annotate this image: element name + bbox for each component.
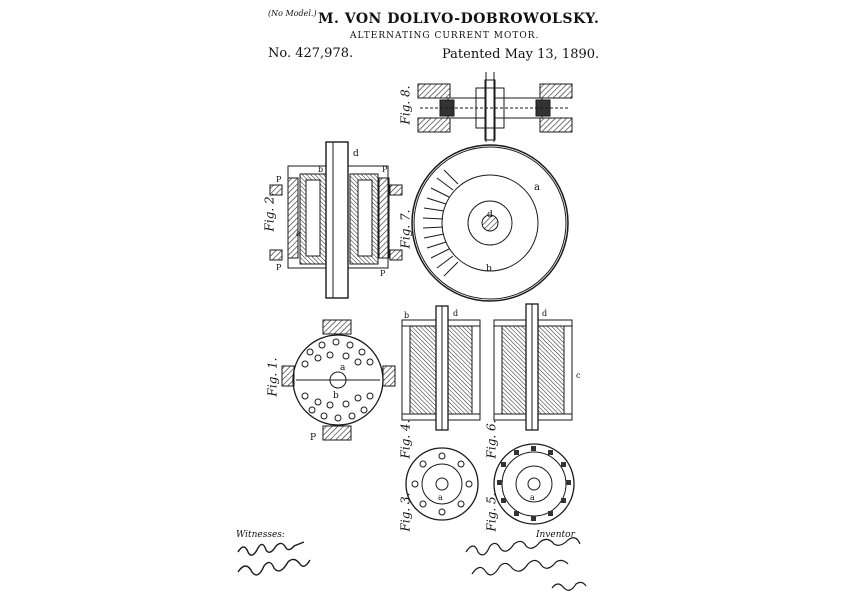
fig4-drawing: d b	[401, 305, 481, 431]
svg-text:P: P	[380, 269, 386, 278]
svg-text:a: a	[530, 493, 535, 502]
svg-text:c: c	[576, 371, 581, 380]
svg-text:b: b	[318, 165, 323, 174]
svg-text:b: b	[486, 264, 492, 274]
witnesses-label: Witnesses:	[236, 530, 285, 540]
svg-text:a: a	[438, 493, 443, 502]
svg-text:P: P	[310, 433, 316, 443]
svg-text:P: P	[276, 175, 282, 184]
inventor-signature	[465, 537, 587, 591]
inventor-name: M. VON DOLIVO-DOBROWOLSKY.	[318, 11, 600, 27]
fig6-drawing: d c	[493, 303, 581, 431]
patent-title: ALTERNATING CURRENT MOTOR.	[350, 31, 540, 41]
svg-text:b: b	[333, 391, 339, 401]
fig8-drawing	[417, 72, 573, 142]
patent-date: Patented May 13, 1890.	[442, 47, 600, 62]
svg-text:P: P	[382, 165, 388, 174]
svg-text:d: d	[453, 309, 458, 318]
svg-text:d: d	[487, 210, 493, 220]
fig1-drawing: b a P	[281, 319, 396, 443]
svg-text:a: a	[340, 363, 346, 373]
svg-text:b: b	[404, 311, 409, 320]
svg-text:P: P	[276, 263, 282, 272]
svg-text:a: a	[296, 229, 301, 238]
svg-text:d: d	[353, 149, 359, 159]
fig3-drawing: a	[405, 447, 479, 521]
svg-text:a: a	[534, 182, 540, 193]
inventor-label: Inventor	[536, 530, 575, 540]
fig7-drawing: a d b	[411, 144, 569, 302]
witness-signatures	[237, 541, 311, 576]
svg-text:d: d	[542, 309, 547, 318]
fig5-drawing: a	[493, 443, 575, 525]
fig2-drawing: d b P P P P a	[269, 141, 403, 299]
patent-number: No. 427,978.	[268, 46, 354, 61]
no-model-note: (No Model.)	[268, 9, 317, 18]
